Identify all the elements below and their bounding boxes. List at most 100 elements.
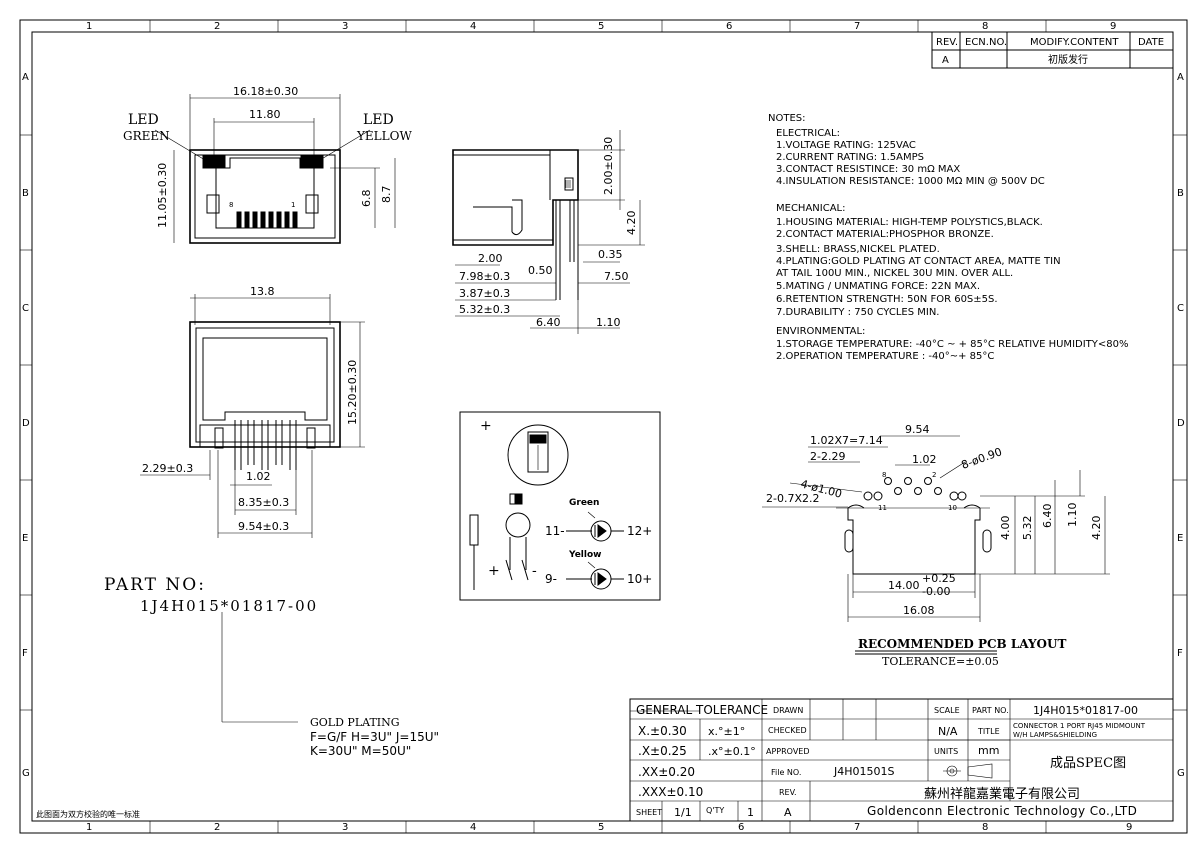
svg-text:1J4H015*01817-00: 1J4H015*01817-00 — [140, 597, 318, 615]
svg-text:10+: 10+ — [627, 572, 652, 586]
svg-text:1.STORAGE TEMPERATURE: -40°C: 1.STORAGE TEMPERATURE: -40°C ~ + 85°C RE… — [776, 339, 1129, 350]
svg-text:.XXX±0.10: .XXX±0.10 — [638, 785, 703, 799]
svg-text:C: C — [22, 303, 29, 314]
svg-text:6.40: 6.40 — [536, 316, 561, 329]
svg-text:G: G — [1177, 768, 1185, 779]
svg-text:B: B — [22, 188, 29, 199]
projection-symbol — [943, 763, 993, 779]
svg-text:11-: 11- — [545, 524, 565, 538]
svg-text:2: 2 — [214, 21, 220, 32]
svg-text:2.00±0.30: 2.00±0.30 — [602, 137, 615, 195]
svg-text:8.35±0.3: 8.35±0.3 — [238, 496, 289, 509]
svg-text:Green: Green — [569, 498, 599, 508]
svg-text:1.10: 1.10 — [1066, 503, 1079, 528]
svg-text:CHECKED: CHECKED — [768, 726, 807, 735]
svg-text:3: 3 — [342, 21, 348, 32]
svg-text:J4H01501S: J4H01501S — [833, 765, 895, 778]
svg-text:ECN.NO.: ECN.NO. — [965, 37, 1007, 48]
svg-text:成品SPEC图: 成品SPEC图 — [1050, 756, 1126, 771]
svg-text:10: 10 — [948, 504, 957, 512]
svg-text:.X±0.25: .X±0.25 — [638, 744, 687, 758]
svg-text:MODIFY.CONTENT: MODIFY.CONTENT — [1030, 37, 1119, 48]
outer-border — [19, 19, 1188, 834]
svg-text:6: 6 — [726, 21, 732, 32]
svg-text:7.50: 7.50 — [604, 270, 629, 283]
svg-text:2.CURRENT RATING: 1.5AMP: 2.CURRENT RATING: 1.5AMPS — [776, 152, 924, 163]
svg-text:4.20: 4.20 — [625, 211, 638, 236]
svg-text:+: + — [488, 563, 500, 579]
svg-text:9: 9 — [1110, 21, 1116, 32]
svg-text:4.PLATING:GOLD PLATING AT C: 4.PLATING:GOLD PLATING AT CONTACT AREA, … — [776, 256, 1061, 267]
notes: NOTES: ELECTRICAL: 1.VOLTAGE RATING: 125… — [768, 113, 1129, 362]
svg-text:1: 1 — [747, 806, 754, 819]
svg-text:Goldenconn Electronic Techno: Goldenconn Electronic Technology Co.,LTD — [867, 804, 1137, 818]
svg-text:A: A — [784, 806, 792, 819]
svg-text:C: C — [1177, 303, 1184, 314]
svg-text:SCALE: SCALE — [934, 706, 960, 715]
svg-text:+0.25: +0.25 — [922, 572, 956, 585]
svg-text:3.SHELL: BRASS,NICKEL PLATED: 3.SHELL: BRASS,NICKEL PLATED. — [776, 244, 940, 255]
svg-text:0.35: 0.35 — [598, 248, 623, 261]
svg-text:SHEET: SHEET — [636, 808, 662, 817]
svg-text:RECOMMENDED PCB LAYOUT: RECOMMENDED PCB LAYOUT — [858, 637, 1066, 651]
svg-text:6.RETENTION STRENGTH: 50N F: 6.RETENTION STRENGTH: 50N FOR 60S±5S. — [776, 294, 998, 305]
svg-text:D: D — [1177, 418, 1185, 429]
svg-text:4: 4 — [470, 21, 476, 32]
svg-text:7: 7 — [854, 822, 860, 833]
svg-text:11.05±0.30: 11.05±0.30 — [156, 163, 169, 228]
svg-text:TOLERANCE=±0.05: TOLERANCE=±0.05 — [882, 655, 999, 668]
svg-text:14.00: 14.00 — [888, 579, 920, 592]
side-view: 2.00±0.30 4.20 2.00 0.35 7.98±0.3 0.50 7… — [452, 130, 645, 334]
svg-text:CONNECTOR 1 PORT RJ45 MIDM: CONNECTOR 1 PORT RJ45 MIDMOUNT — [1013, 722, 1146, 730]
svg-text:MECHANICAL:: MECHANICAL: — [776, 203, 845, 214]
svg-text:-: - — [532, 563, 537, 579]
svg-text:W/H LAMPS&SHIELDING: W/H LAMPS&SHIELDING — [1013, 731, 1097, 739]
revision-table: REV. ECN.NO. MODIFY.CONTENT DATE A 初版发行 — [931, 31, 1174, 69]
svg-text:2-2.29: 2-2.29 — [810, 450, 845, 463]
svg-text:x.°±1°: x.°±1° — [708, 725, 745, 738]
svg-text:-0.00: -0.00 — [922, 585, 950, 598]
svg-text:4.INSULATION RESISTANCE: 1: 4.INSULATION RESISTANCE: 1000 MΩ MIN @ 5… — [776, 176, 1045, 187]
svg-text:G: G — [22, 768, 30, 779]
svg-text:DATE: DATE — [1138, 37, 1164, 48]
title-block: GENERAL TOLERANCE X.±0.30 x.°±1° .X±0.25… — [629, 698, 1174, 822]
svg-text:5.32: 5.32 — [1021, 516, 1034, 541]
svg-text:.x°±0.1°: .x°±0.1° — [708, 745, 756, 758]
svg-text:7: 7 — [854, 21, 860, 32]
part-number-block: PART NO: 1J4H015*01817-00 GOLD PLATING F… — [104, 575, 439, 758]
svg-text:8.7: 8.7 — [380, 186, 393, 204]
svg-text:PART NO:: PART NO: — [104, 575, 206, 595]
svg-text:2.00: 2.00 — [478, 252, 503, 265]
svg-text:1.VOLTAGE RATING: 125VAC: 1.VOLTAGE RATING: 125VAC — [776, 140, 916, 151]
svg-text:2: 2 — [214, 822, 220, 833]
svg-text:6.8: 6.8 — [360, 190, 373, 208]
svg-text:Yellow: Yellow — [568, 550, 601, 560]
svg-text:5.32±0.3: 5.32±0.3 — [459, 303, 510, 316]
svg-text:1.02: 1.02 — [912, 453, 937, 466]
svg-text:1/1: 1/1 — [674, 806, 692, 819]
svg-text:15.20±0.30: 15.20±0.30 — [346, 360, 359, 425]
svg-text:B: B — [1177, 188, 1184, 199]
svg-text:NOTES:: NOTES: — [768, 113, 806, 124]
inner-border — [31, 31, 1174, 822]
svg-text:GREEN: GREEN — [123, 129, 170, 143]
svg-text:1.02: 1.02 — [246, 470, 271, 483]
svg-text:16.18±0.30: 16.18±0.30 — [233, 85, 298, 98]
svg-text:YELLOW: YELLOW — [356, 129, 412, 143]
svg-text:GENERAL TOLERANCE: GENERAL TOLERANCE — [636, 703, 768, 717]
svg-text:1.HOUSING MATERIAL: HIGH-TEM: 1.HOUSING MATERIAL: HIGH-TEMP POLYSTICS,… — [776, 217, 1043, 228]
svg-text:ENVIRONMENTAL:: ENVIRONMENTAL: — [776, 326, 865, 337]
led-schematic: + + - Green Yellow 11- 12+ 9- 10+ — [459, 411, 661, 601]
svg-text:4.00: 4.00 — [999, 516, 1012, 541]
svg-text:4: 4 — [470, 822, 476, 833]
svg-text:16.08: 16.08 — [903, 604, 935, 617]
svg-text:X.±0.30: X.±0.30 — [638, 724, 687, 738]
svg-text:1.10: 1.10 — [596, 316, 621, 329]
svg-text:PART NO.: PART NO. — [972, 706, 1009, 715]
svg-text:2.29±0.3: 2.29±0.3 — [142, 462, 193, 475]
svg-text:E: E — [1177, 533, 1183, 544]
svg-text:5: 5 — [598, 21, 604, 32]
svg-text:9.54±0.3: 9.54±0.3 — [238, 520, 289, 533]
